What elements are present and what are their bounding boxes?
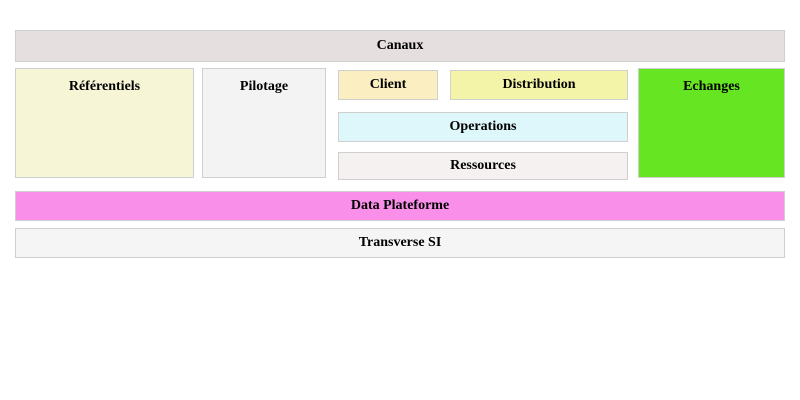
block-label-transverse-si: Transverse SI (358, 235, 442, 251)
block-operations[interactable]: Operations (338, 112, 628, 142)
block-ressources[interactable]: Ressources (338, 152, 628, 180)
block-pilotage[interactable]: Pilotage (202, 68, 326, 178)
block-client[interactable]: Client (338, 70, 438, 100)
block-label-data-plateforme: Data Plateforme (350, 198, 450, 214)
block-distribution[interactable]: Distribution (450, 70, 628, 100)
block-transverse-si[interactable]: Transverse SI (15, 228, 785, 258)
block-label-operations: Operations (449, 119, 517, 135)
block-data-plateforme[interactable]: Data Plateforme (15, 191, 785, 221)
block-referentiels[interactable]: Référentiels (15, 68, 194, 178)
block-label-client: Client (369, 77, 407, 93)
block-label-referentiels: Référentiels (68, 79, 141, 94)
block-echanges[interactable]: Echanges (638, 68, 785, 178)
block-canaux[interactable]: Canaux (15, 30, 785, 62)
block-label-echanges: Echanges (683, 79, 740, 94)
block-label-ressources: Ressources (450, 158, 516, 174)
block-label-pilotage: Pilotage (239, 79, 289, 94)
block-label-canaux: Canaux (376, 38, 424, 54)
block-label-distribution: Distribution (502, 77, 576, 93)
